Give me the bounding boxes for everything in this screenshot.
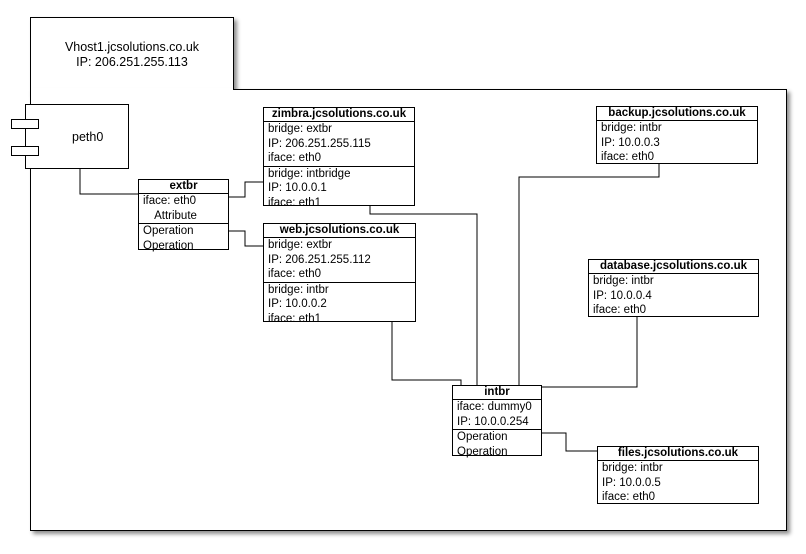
zimbra-line: IP: 10.0.0.1: [268, 182, 327, 194]
wire-web-intbr: [391, 322, 462, 387]
intbr-op: Operation: [457, 445, 508, 458]
web-line: bridge: extbr: [268, 239, 332, 251]
zimbra-line: iface: eth0: [268, 152, 322, 164]
wire-backup-intbr: [518, 164, 660, 387]
extbr-title: extbr: [139, 180, 228, 194]
intbr-node: intbr iface: dummy0 IP: 10.0.0.254 Opera…: [452, 385, 542, 458]
web-line: iface: eth1: [268, 312, 322, 325]
wire-intbr-files: [541, 432, 597, 452]
extbr-op: Operation: [143, 225, 194, 237]
intbr-attr: IP: 10.0.0.254: [457, 415, 529, 428]
zimbra-title: zimbra.jcsolutions.co.uk: [264, 108, 414, 122]
host-node-joint: [31, 88, 233, 91]
host-name: Vhost1.jcsolutions.co.uk: [64, 40, 200, 54]
backup-line: bridge: intbr: [601, 122, 662, 134]
backup-node: backup.jcsolutions.co.uk bridge: intbr I…: [596, 106, 758, 164]
zimbra-line: bridge: intbridge: [268, 167, 351, 180]
database-node: database.jcsolutions.co.uk bridge: intbr…: [588, 259, 759, 317]
files-line: iface: eth0: [602, 491, 656, 503]
web-line: IP: 206.251.255.112: [268, 253, 371, 266]
wire-peth0-extbr: [79, 168, 138, 195]
database-line: iface: eth0: [593, 304, 647, 316]
backup-line: iface: eth0: [601, 151, 655, 163]
peth0-port-top: [11, 119, 39, 129]
web-node: web.jcsolutions.co.uk bridge: extbr IP: …: [263, 223, 416, 325]
intbr-attr: iface: dummy0: [457, 401, 532, 413]
peth0-component: peth0: [25, 104, 129, 169]
host-node-top: Vhost1.jcsolutions.co.uk IP: 206.251.255…: [30, 17, 234, 93]
wire-extbr-web: [229, 230, 263, 247]
wire-database-intbr: [541, 317, 638, 388]
extbr-op: Operation: [143, 239, 194, 252]
wire-zimbra-intbr: [369, 206, 478, 387]
web-line: iface: eth0: [268, 268, 322, 280]
extbr-attr: Attribute: [154, 209, 197, 222]
extbr-node: extbr iface: eth0 Attribute Operation Op…: [138, 179, 229, 252]
zimbra-node: zimbra.jcsolutions.co.uk bridge: extbr I…: [263, 107, 415, 209]
backup-line: IP: 10.0.0.3: [601, 136, 660, 149]
files-title: files.jcsolutions.co.uk: [598, 447, 758, 461]
files-line: IP: 10.0.0.5: [602, 476, 661, 489]
files-node: files.jcsolutions.co.uk bridge: intbr IP…: [597, 446, 759, 504]
database-line: bridge: intbr: [593, 275, 654, 287]
database-title: database.jcsolutions.co.uk: [589, 260, 758, 274]
web-line: IP: 10.0.0.2: [268, 298, 327, 310]
intbr-title: intbr: [453, 386, 541, 400]
peth0-port-bottom: [11, 146, 39, 156]
zimbra-line: bridge: extbr: [268, 123, 332, 135]
backup-title: backup.jcsolutions.co.uk: [597, 107, 757, 121]
files-line: bridge: intbr: [602, 462, 663, 474]
zimbra-line: IP: 206.251.255.115: [268, 137, 371, 150]
web-title: web.jcsolutions.co.uk: [264, 224, 415, 238]
peth0-label: peth0: [72, 130, 104, 144]
web-line: bridge: intbr: [268, 283, 329, 296]
database-line: IP: 10.0.0.4: [593, 289, 652, 302]
wire-extbr-zimbra: [229, 181, 263, 198]
zimbra-line: iface: eth1: [268, 196, 322, 209]
intbr-op: Operation: [457, 431, 508, 443]
extbr-attr: iface: eth0: [143, 195, 197, 207]
host-ip: IP: 206.251.255.113: [76, 55, 188, 69]
